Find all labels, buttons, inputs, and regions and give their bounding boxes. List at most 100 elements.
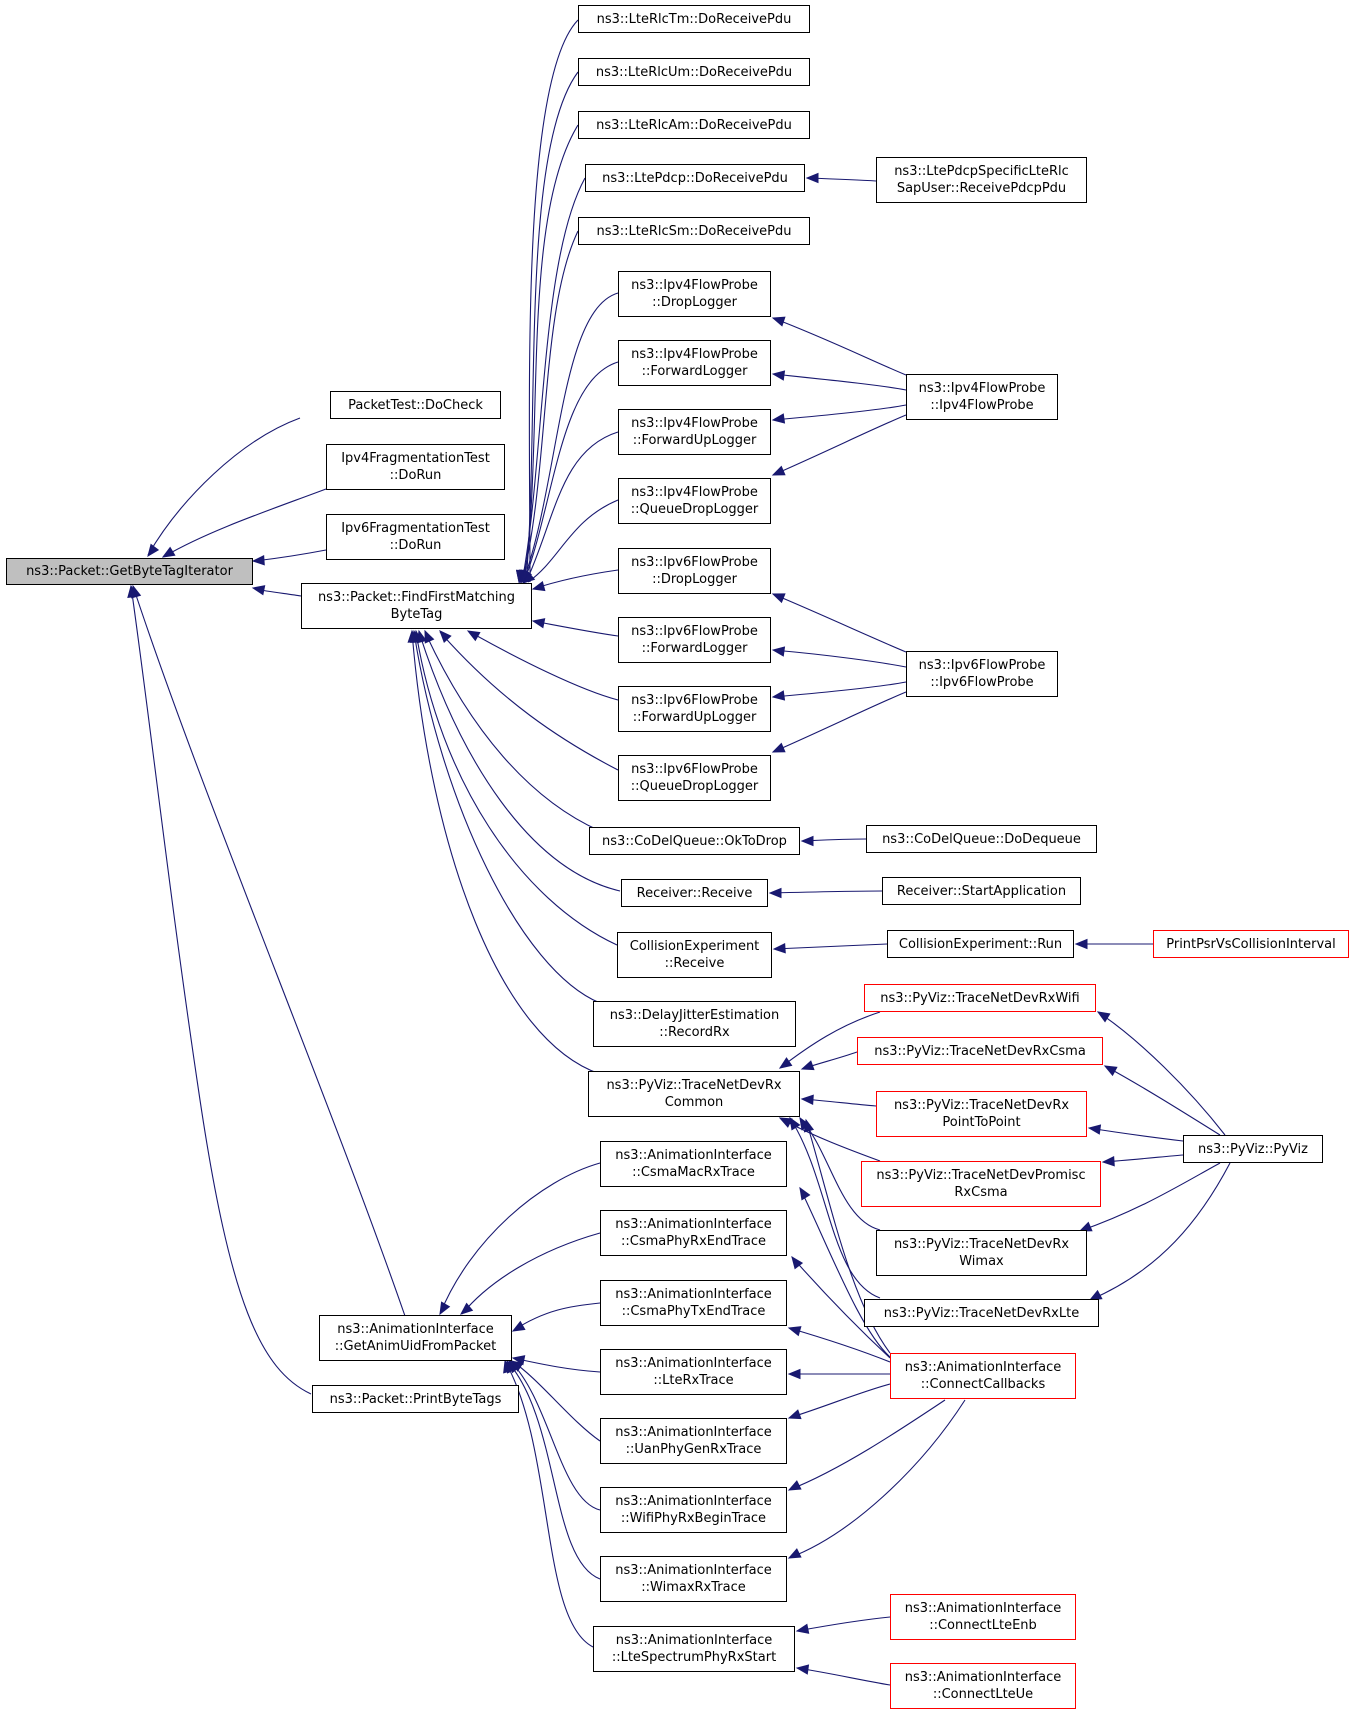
node-ipv4-forward-up-logger[interactable]: ns3::Ipv4FlowProbe::ForwardUpLogger [618, 409, 771, 455]
node-delay-jitter-record-rx[interactable]: ns3::DelayJitterEstimation::RecordRx [593, 1001, 796, 1047]
node-lte-rlc-am-do-receive-pdu[interactable]: ns3::LteRlcAm::DoReceivePdu [578, 111, 810, 139]
node-connect-lte-enb[interactable]: ns3::AnimationInterface::ConnectLteEnb [890, 1594, 1076, 1640]
node-pyviz-trace-net-dev-rx-lte[interactable]: ns3::PyViz::TraceNetDevRxLte [864, 1299, 1099, 1327]
node-label-line1: ns3::Ipv6FlowProbe [918, 658, 1046, 673]
node-label-line2: ::DropLogger [652, 295, 737, 310]
node-lte-rlc-um-do-receive-pdu[interactable]: ns3::LteRlcUm::DoReceivePdu [578, 58, 810, 86]
node-pyviz-trace-net-dev-rx-csma[interactable]: ns3::PyViz::TraceNetDevRxCsma [857, 1037, 1103, 1065]
node-label-line2: ::ForwardLogger [641, 364, 748, 379]
arrowhead [439, 630, 452, 644]
node-connect-lte-ue[interactable]: ns3::AnimationInterface::ConnectLteUe [890, 1663, 1076, 1709]
arrowhead [1103, 1065, 1118, 1077]
node-ipv6-drop-logger[interactable]: ns3::Ipv6FlowProbe::DropLogger [618, 548, 771, 594]
node-label-line2: ::Ipv4FlowProbe [930, 398, 1034, 413]
node-receiver-start-application[interactable]: Receiver::StartApplication [882, 877, 1081, 905]
node-ipv4-flow-probe-constructor[interactable]: ns3::Ipv4FlowProbe::Ipv4FlowProbe [906, 374, 1058, 420]
node-collision-experiment-run[interactable]: CollisionExperiment::Run [887, 930, 1074, 958]
node-label-line2: ::UanPhyGenRxTrace [625, 1442, 762, 1457]
node-label: ns3::PyViz::TraceNetDevRxWifi [880, 990, 1080, 1006]
node-wimax-rx-trace[interactable]: ns3::AnimationInterface::WimaxRxTrace [600, 1556, 787, 1602]
node-label-line1: ns3::Ipv6FlowProbe [631, 624, 758, 639]
node-label-line2: ::QueueDropLogger [630, 779, 759, 794]
call-edge [164, 488, 327, 557]
node-label-line2: ::GetAnimUidFromPacket [334, 1339, 497, 1354]
call-edge [779, 1011, 881, 1069]
node-label-line2: ::WimaxRxTrace [641, 1580, 746, 1595]
node-label-line1: ns3::PyViz::TraceNetDevPromisc [876, 1168, 1086, 1183]
node-label-line1: ns3::Ipv6FlowProbe [631, 693, 758, 708]
arrowhead [439, 1301, 451, 1316]
arrowhead [771, 690, 786, 701]
node-wifi-phy-rx-begin-trace[interactable]: ns3::AnimationInterface::WifiPhyRxBeginT… [600, 1487, 787, 1533]
call-edge [522, 292, 619, 583]
node-lte-spectrum-phy-rx-start[interactable]: ns3::AnimationInterface::LteSpectrumPhyR… [593, 1626, 795, 1672]
node-codel-ok-to-drop[interactable]: ns3::CoDelQueue::OkToDrop [589, 827, 800, 855]
node-label: ns3::LteRlcAm::DoReceivePdu [596, 117, 792, 133]
arrowhead [251, 555, 265, 566]
node-lte-rlc-tm-do-receive-pdu[interactable]: ns3::LteRlcTm::DoReceivePdu [578, 5, 810, 33]
arrowhead [771, 370, 786, 381]
node-print-psr-vs-collision-interval[interactable]: PrintPsrVsCollisionInterval [1153, 930, 1349, 958]
arrowhead [787, 1480, 802, 1491]
node-uan-phy-gen-rx-trace[interactable]: ns3::AnimationInterface::UanPhyGenRxTrac… [600, 1418, 787, 1464]
node-receiver-receive[interactable]: Receiver::Receive [621, 879, 768, 907]
node-ipv6-forward-logger[interactable]: ns3::Ipv6FlowProbe::ForwardLogger [618, 617, 771, 663]
node-label-line1: Ipv4FragmentationTest [341, 451, 490, 466]
arrowhead [805, 172, 819, 184]
node-label: Receiver::Receive [636, 885, 753, 901]
node-lte-pdcp-do-receive-pdu[interactable]: ns3::LtePdcp::DoReceivePdu [585, 164, 805, 192]
node-get-anim-uid-from-packet[interactable]: ns3::AnimationInterface::GetAnimUidFromP… [319, 1315, 512, 1361]
node-pyviz-trace-net-dev-rx-wifi[interactable]: ns3::PyViz::TraceNetDevRxWifi [864, 984, 1096, 1012]
node-ipv6-flow-probe-constructor[interactable]: ns3::Ipv6FlowProbe::Ipv6FlowProbe [906, 651, 1058, 697]
node-ipv4-fragmentation-test-dorun[interactable]: Ipv4FragmentationTest::DoRun [326, 444, 505, 490]
node-print-byte-tags[interactable]: ns3::Packet::PrintByteTags [312, 1385, 519, 1413]
node-label: PrintPsrVsCollisionInterval [1166, 936, 1336, 952]
node-label-line2: ::ConnectCallbacks [920, 1377, 1046, 1392]
node-label-line1: ns3::AnimationInterface [615, 1425, 772, 1440]
node-ipv6-fragmentation-test-dorun[interactable]: Ipv6FragmentationTest::DoRun [326, 514, 505, 560]
arrowhead [778, 1117, 793, 1128]
call-edge [788, 1383, 891, 1419]
arrowhead [787, 1326, 802, 1337]
node-connect-callbacks[interactable]: ns3::AnimationInterface::ConnectCallback… [890, 1353, 1076, 1399]
node-csma-phy-rx-end-trace[interactable]: ns3::AnimationInterface::CsmaPhyRxEndTra… [600, 1210, 787, 1256]
call-edge [411, 631, 601, 1075]
node-csma-mac-rx-trace[interactable]: ns3::AnimationInterface::CsmaMacRxTrace [600, 1141, 787, 1187]
call-edge [130, 585, 312, 1395]
node-ipv4-queue-drop-logger[interactable]: ns3::Ipv4FlowProbe::QueueDropLogger [618, 478, 771, 524]
arrowhead [466, 630, 481, 642]
node-label-line2: ::DoRun [389, 538, 442, 553]
arrowhead [768, 887, 782, 899]
node-label: ns3::LteRlcSm::DoReceivePdu [596, 223, 792, 239]
node-ipv6-queue-drop-logger[interactable]: ns3::Ipv6FlowProbe::QueueDropLogger [618, 755, 771, 801]
node-ipv4-forward-logger[interactable]: ns3::Ipv4FlowProbe::ForwardLogger [618, 340, 771, 386]
arrowhead [772, 943, 786, 954]
arrowhead [407, 629, 418, 643]
node-ipv6-forward-up-logger[interactable]: ns3::Ipv6FlowProbe::ForwardUpLogger [618, 686, 771, 732]
node-ipv4-drop-logger[interactable]: ns3::Ipv4FlowProbe::DropLogger [618, 271, 771, 317]
node-pyviz-pyviz[interactable]: ns3::PyViz::PyViz [1183, 1135, 1323, 1163]
call-edge [525, 431, 619, 583]
arrowhead [778, 1057, 793, 1069]
node-codel-do-dequeue[interactable]: ns3::CoDelQueue::DoDequeue [866, 825, 1097, 853]
node-lte-rx-trace[interactable]: ns3::AnimationInterface::LteRxTrace [600, 1349, 787, 1395]
node-label-line1: ns3::PyViz::TraceNetDevRx [893, 1098, 1070, 1113]
arrowhead [771, 646, 786, 657]
call-edge [788, 1399, 966, 1559]
arrowhead [771, 742, 786, 753]
node-label-line2: ::ForwardUpLogger [632, 710, 757, 725]
node-lte-rlc-sm-do-receive-pdu[interactable]: ns3::LteRlcSm::DoReceivePdu [578, 217, 810, 245]
node-csma-phy-tx-end-trace[interactable]: ns3::AnimationInterface::CsmaPhyTxEndTra… [600, 1280, 787, 1326]
node-collision-experiment-receive[interactable]: CollisionExperiment::Receive [617, 932, 772, 978]
arrowhead [1074, 938, 1088, 950]
arrowhead [511, 1320, 526, 1332]
node-packet-test-docheck[interactable]: PacketTest::DoCheck [330, 391, 501, 419]
call-edge [772, 649, 907, 668]
